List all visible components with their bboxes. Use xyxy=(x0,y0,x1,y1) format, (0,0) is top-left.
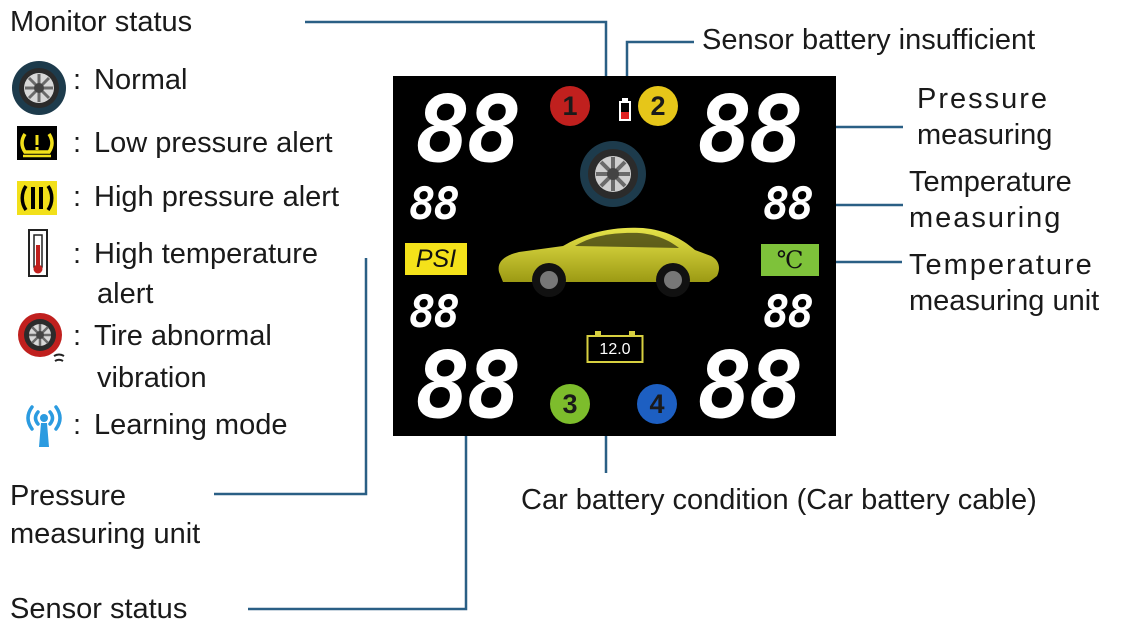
monitor-status-tire-icon xyxy=(580,141,646,207)
leader-sensor-battery xyxy=(625,40,694,78)
legend-learning-mode: Learning mode xyxy=(94,409,288,441)
temperature-unit-label: ℃ xyxy=(776,246,804,274)
label-pressure-unit-1: Pressure xyxy=(10,480,127,512)
label-sensor-status: Sensor status xyxy=(10,593,188,625)
temperature-readout-rear-left: 88 xyxy=(409,287,460,338)
car-battery-icon xyxy=(586,331,644,363)
legend-high-temperature: High temperature xyxy=(94,238,319,270)
label-temperature-measuring-2: measuring xyxy=(909,202,1063,234)
label-monitor-status: Monitor status xyxy=(10,6,193,38)
leader-pressure-unit xyxy=(214,258,368,496)
sensor-4-indicator: 4 xyxy=(637,384,677,424)
legend-low-pressure: Low pressure alert xyxy=(94,127,333,159)
label-sensor-battery: Sensor battery insufficient xyxy=(702,24,1036,56)
legend-normal: Normal xyxy=(94,64,188,96)
car-image xyxy=(498,227,719,297)
legend-colon: : xyxy=(73,320,82,352)
legend-high-temperature-2: alert xyxy=(97,278,154,310)
legend-colon: : xyxy=(73,127,82,159)
tire-normal-icon xyxy=(12,61,66,115)
temperature-readout-front-left: 88 xyxy=(409,179,460,230)
tire-vibration-icon xyxy=(18,313,65,362)
pressure-unit-badge xyxy=(405,243,467,275)
leader-sensor-status xyxy=(248,420,468,611)
legend-colon: : xyxy=(73,238,82,270)
label-pressure-measuring-2: measuring xyxy=(917,119,1053,151)
learning-mode-icon xyxy=(26,405,62,447)
high-pressure-icon xyxy=(17,181,57,215)
sensor-battery-low-icon xyxy=(619,98,631,121)
sensor-2-indicator: 2 xyxy=(638,86,678,126)
car-battery-voltage: 12.0 xyxy=(599,341,631,358)
legend-tire-vibration: Tire abnormal xyxy=(94,320,272,352)
label-car-battery: Car battery condition (Car battery cable… xyxy=(521,484,1037,516)
thermometer-icon xyxy=(28,229,48,277)
legend-colon: : xyxy=(73,64,82,96)
pressure-unit-label: PSI xyxy=(415,245,457,273)
pressure-readout-front-left: 88 xyxy=(415,76,522,183)
sensor-1-indicator: 1 xyxy=(550,86,590,126)
pressure-readout-rear-right: 88 xyxy=(697,332,804,439)
temperature-readout-rear-right: 88 xyxy=(763,287,814,338)
pressure-readout-rear-left: 88 xyxy=(415,332,522,439)
temperature-unit-badge xyxy=(761,244,819,276)
legend-tire-vibration-2: vibration xyxy=(97,362,207,394)
temperature-readout-front-right: 88 xyxy=(763,179,814,230)
legend-high-pressure: High pressure alert xyxy=(94,181,339,213)
label-temperature-measuring-1: Temperature xyxy=(909,166,1072,198)
low-pressure-icon xyxy=(17,126,57,160)
label-pressure-measuring-1: Pressure xyxy=(917,83,1050,115)
label-temperature-unit-2: measuring unit xyxy=(909,285,1100,317)
label-temperature-unit-1: Temperature xyxy=(909,249,1094,281)
pressure-readout-front-right: 88 xyxy=(697,76,804,183)
legend-colon: : xyxy=(73,181,82,213)
legend-colon: : xyxy=(73,409,82,441)
tpms-display-panel: 88 88 88 88 88 88 88 88 1 2 3 4 PSI ℃ xyxy=(393,76,836,436)
label-pressure-unit-2: measuring unit xyxy=(10,518,201,550)
sensor-3-indicator: 3 xyxy=(550,384,590,424)
